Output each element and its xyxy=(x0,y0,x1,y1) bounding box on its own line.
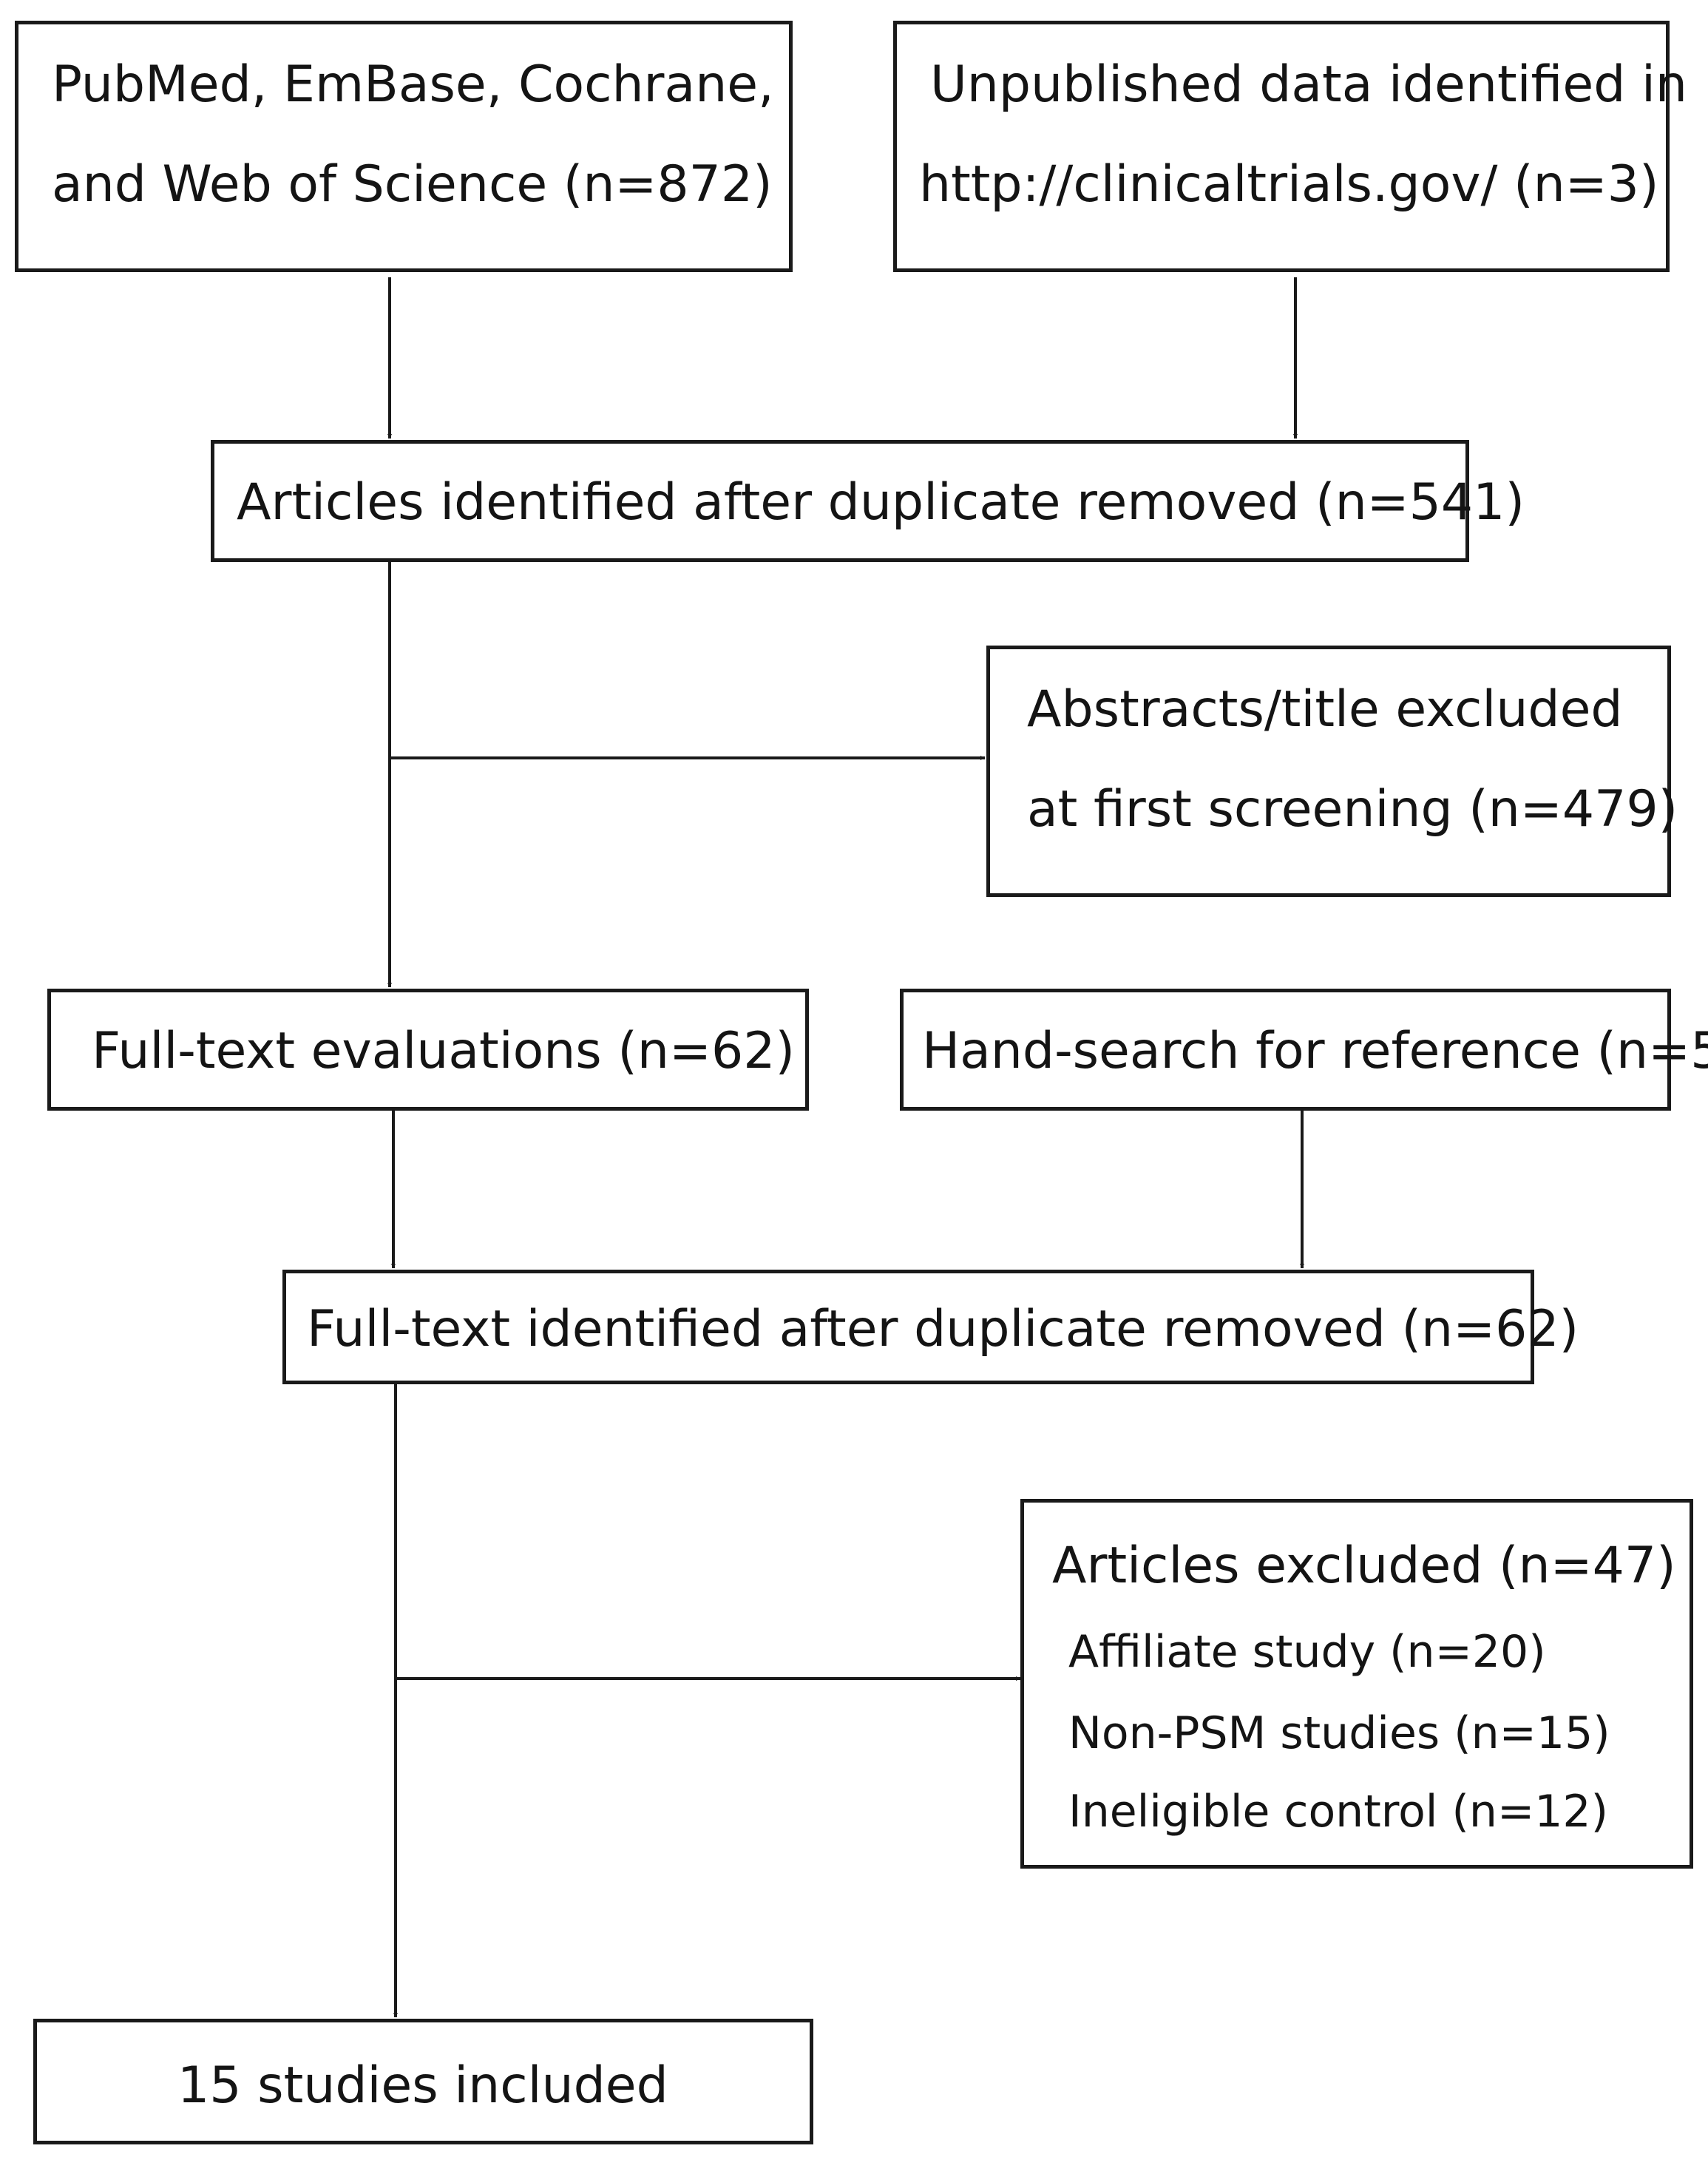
excluded-reason-affiliate: Affiliate study (n=20) xyxy=(1068,1626,1546,1678)
box-articles-excluded: Articles excluded (n=47) Affiliate study… xyxy=(1020,1499,1693,1869)
abstracts-excluded-line-2: at first screening (n=479) xyxy=(1027,780,1678,839)
box-articles-after-duplicates: Articles identified after duplicate remo… xyxy=(211,440,1525,562)
fulltext-after-duplicates-text: Full-text identified after duplicate rem… xyxy=(307,1300,1579,1358)
box-fulltext-after-duplicates: Full-text identified after duplicate rem… xyxy=(282,1270,1579,1384)
database-search-line-2: and Web of Science (n=872) xyxy=(52,155,773,214)
articles-after-duplicates-text: Articles identified after duplicate remo… xyxy=(237,473,1525,532)
unpublished-data-line-1: Unpublished data identified in xyxy=(930,55,1687,114)
abstracts-excluded-line-1: Abstracts/title excluded xyxy=(1027,680,1623,739)
box-hand-search: Hand-search for reference (n=5) xyxy=(900,989,1708,1111)
database-search-line-1: PubMed, EmBase, Cochrane, xyxy=(52,55,774,114)
excluded-reason-non-psm: Non-PSM studies (n=15) xyxy=(1068,1707,1610,1759)
studies-included-text: 15 studies included xyxy=(177,2056,668,2115)
hand-search-text: Hand-search for reference (n=5) xyxy=(922,1022,1708,1080)
fulltext-evaluations-text: Full-text evaluations (n=62) xyxy=(92,1022,796,1080)
box-database-search: PubMed, EmBase, Cochrane, and Web of Sci… xyxy=(15,21,793,272)
excluded-reason-ineligible-control: Ineligible control (n=12) xyxy=(1068,1786,1608,1838)
box-unpublished-data: Unpublished data identified in http://cl… xyxy=(893,21,1687,272)
box-fulltext-evaluations: Full-text evaluations (n=62) xyxy=(47,989,809,1111)
box-studies-included: 15 studies included xyxy=(33,2019,813,2144)
box-abstracts-excluded: Abstracts/title excluded at first screen… xyxy=(986,646,1678,897)
articles-excluded-heading: Articles excluded (n=47) xyxy=(1052,1537,1676,1595)
unpublished-data-line-2: http://clinicaltrials.gov/ (n=3) xyxy=(919,155,1659,214)
